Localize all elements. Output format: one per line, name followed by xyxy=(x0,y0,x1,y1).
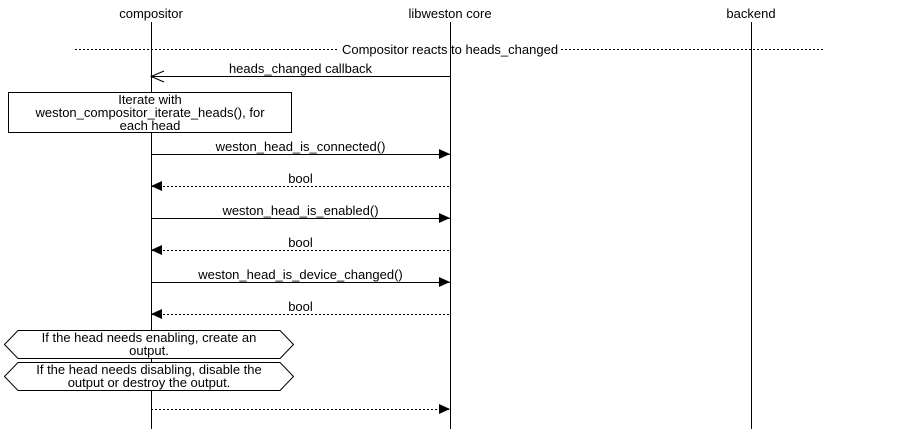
note-box-line: each head xyxy=(119,118,181,133)
diagram-title: Compositor reacts to heads_changed xyxy=(341,42,559,57)
message-line-head-is-device-changed xyxy=(151,282,450,283)
note-box-line: Iterate with xyxy=(118,92,182,107)
angular-box-shape xyxy=(4,362,294,391)
lifeline-compositor xyxy=(151,22,152,429)
actor-label-backend: backend xyxy=(726,6,776,21)
message-line-bool-return xyxy=(151,250,450,251)
message-label-bool-return: bool xyxy=(288,171,313,186)
message-label-heads-changed-callback: heads_changed callback xyxy=(228,61,373,76)
filled-right-arrowhead-icon xyxy=(439,404,450,414)
actor-label-libweston-core: libweston core xyxy=(408,6,492,21)
open-left-arrowhead-icon xyxy=(150,70,165,83)
message-line-heads-changed-callback xyxy=(151,76,450,77)
message-label-head-is-enabled: weston_head_is_enabled() xyxy=(222,203,379,218)
filled-right-arrowhead-icon xyxy=(439,277,450,287)
filled-left-arrowhead-icon xyxy=(151,245,162,255)
actor-label-compositor: compositor xyxy=(119,6,183,21)
message-line-head-is-connected xyxy=(151,154,450,155)
condition-note-text: If the head needs disabling, disable the… xyxy=(36,362,262,390)
filled-left-arrowhead-icon xyxy=(151,309,162,319)
filled-right-arrowhead-icon xyxy=(439,149,450,159)
message-line-bool-return xyxy=(151,186,450,187)
message-label-head-is-connected: weston_head_is_connected() xyxy=(215,139,386,154)
note-box-line: weston_compositor_iterate_heads(), for xyxy=(35,105,265,120)
lifeline-backend xyxy=(751,22,752,429)
message-label-head-is-device-changed: weston_head_is_device_changed() xyxy=(198,267,403,282)
title-dotted-line-right xyxy=(561,49,826,50)
message-label-bool-return: bool xyxy=(288,235,313,250)
condition-note-enable-output: If the head needs enabling, create an ou… xyxy=(4,330,294,359)
message-line-bool-return xyxy=(151,314,450,315)
filled-right-arrowhead-icon xyxy=(439,213,450,223)
condition-note-text: If the head needs enabling, create an ou… xyxy=(41,330,257,358)
message-line-head-is-enabled xyxy=(151,218,450,219)
title-dotted-line-left xyxy=(75,49,339,50)
condition-note-disable-output: If the head needs disabling, disable the… xyxy=(4,362,294,391)
angular-box-shape xyxy=(4,330,294,359)
filled-left-arrowhead-icon xyxy=(151,181,162,191)
message-line-final-dotted xyxy=(151,409,450,410)
lifeline-libweston-core xyxy=(450,22,451,429)
diagram-title-row: Compositor reacts to heads_changed xyxy=(75,42,826,57)
message-label-bool-return: bool xyxy=(288,299,313,314)
note-box-iterate-heads: Iterate with weston_compositor_iterate_h… xyxy=(8,92,292,133)
